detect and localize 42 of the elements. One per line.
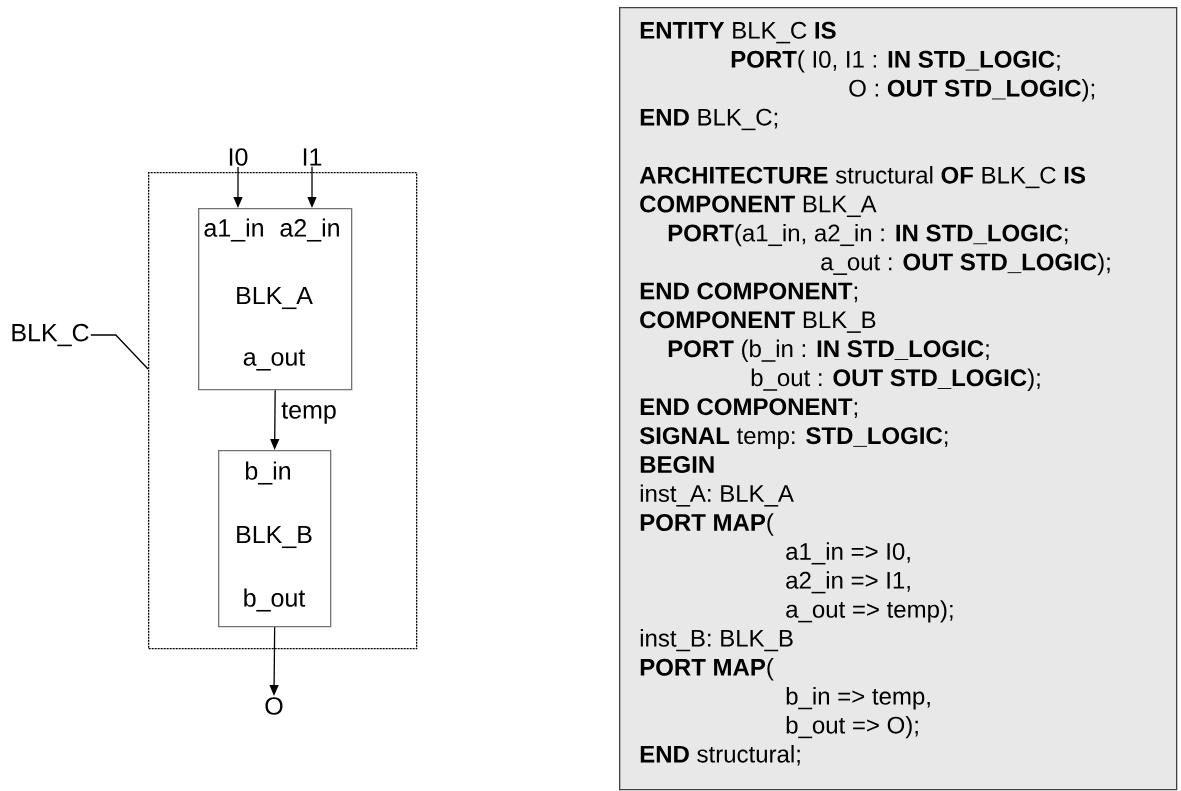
code-line: b_in => temp, xyxy=(786,687,930,710)
code-line: PORT (b_in : IN STD_LOGIC; xyxy=(668,339,989,362)
code-line: b_out => O); xyxy=(786,716,918,739)
edge-label: temp xyxy=(280,401,338,425)
port-label: b_out xyxy=(244,588,306,612)
code-line: a_out : OUT STD_LOGIC); xyxy=(821,252,1110,276)
port-label: b_in xyxy=(246,461,290,485)
code-line: b_out : OUT STD_LOGIC); xyxy=(751,368,1040,391)
code-line: a_out => temp); xyxy=(786,600,953,623)
code-panel xyxy=(619,7,1178,791)
code-line: inst_B: BLK_B xyxy=(640,629,793,652)
code-line: PORT MAP( xyxy=(640,658,774,681)
code-line: COMPONENT BLK_A xyxy=(640,195,877,218)
code-line: END structural; xyxy=(640,745,800,766)
code-line: BEGIN xyxy=(640,456,714,474)
code-line: COMPONENT BLK_B xyxy=(640,311,876,333)
code-line: a1_in => I0, xyxy=(786,542,910,565)
port-label: a2_in xyxy=(280,218,339,242)
signal-label: I1 xyxy=(303,148,322,166)
code-line: END COMPONENT; xyxy=(640,282,858,303)
signal-label: I0 xyxy=(229,148,248,166)
code-line: END BLK_C; xyxy=(640,108,778,131)
block-box xyxy=(218,450,332,628)
block-label: BLK_C xyxy=(12,323,89,347)
code-line: END COMPONENT; xyxy=(640,398,858,418)
code-line: SIGNAL temp: STD_LOGIC; xyxy=(639,427,948,449)
boundary-box xyxy=(148,172,418,650)
signal-label: O xyxy=(265,697,283,715)
port-label: a_out xyxy=(243,349,306,371)
code-line: PORT( I0, I1 : IN STD_LOGIC; xyxy=(731,50,1060,73)
port-label: a1_in xyxy=(204,218,263,242)
code-line: PORT(a1_in, a2_in : IN STD_LOGIC; xyxy=(668,223,1068,247)
leader-line xyxy=(90,334,149,370)
block-name: BLK_B xyxy=(237,525,312,549)
code-line: ENTITY BLK_C IS xyxy=(640,21,836,44)
code-line: inst_A: BLK_A xyxy=(640,484,794,507)
code-line: PORT MAP( xyxy=(640,513,774,536)
code-line: ARCHITECTURE structural OF BLK_C IS xyxy=(639,166,1085,189)
block-box xyxy=(198,208,353,391)
code-line: O : OUT STD_LOGIC); xyxy=(849,79,1095,102)
code-line: a2_in => I1, xyxy=(786,571,910,594)
block-name: BLK_A xyxy=(237,286,313,310)
